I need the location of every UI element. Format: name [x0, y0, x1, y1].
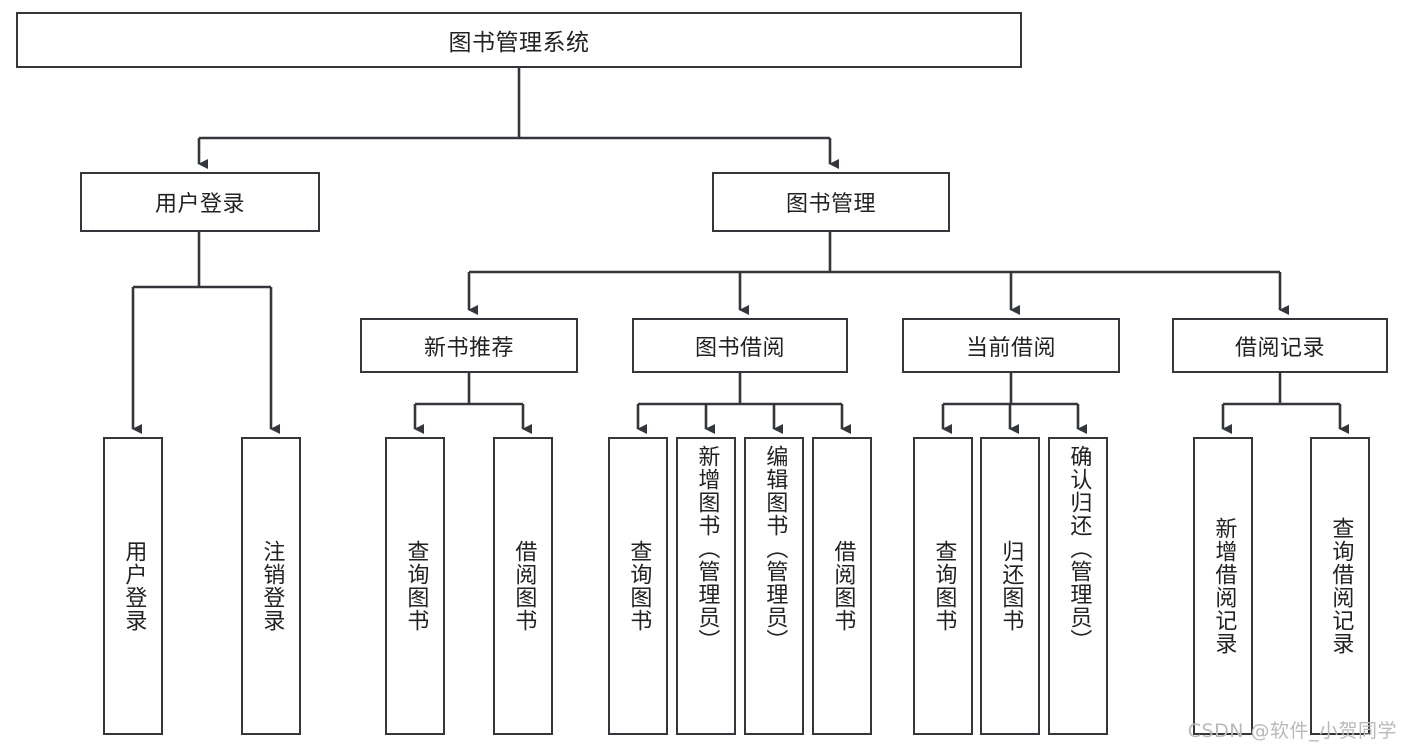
node-book-borrow[interactable]: 图书借阅 — [632, 318, 848, 373]
leaf-label: 注销登录 — [259, 540, 285, 632]
leaf-label: 借阅图书 — [830, 540, 856, 632]
node-root-book-management-system[interactable]: 图书管理系统 — [16, 12, 1022, 68]
node-current-borrow[interactable]: 当前借阅 — [902, 318, 1120, 373]
node-user-login-label: 用户登录 — [154, 192, 245, 217]
leaf-borrow-borrow-book[interactable]: 借阅图书 — [812, 437, 872, 735]
leaf-label: 用户登录 — [121, 540, 147, 632]
leaf-record-add-record[interactable]: 新增借阅记录 — [1193, 437, 1253, 735]
leaf-label: 查询借阅记录 — [1328, 517, 1354, 655]
leaf-label: 查询图书 — [626, 540, 652, 632]
leaf-record-query-record[interactable]: 查询借阅记录 — [1310, 437, 1370, 735]
leaf-user-login-logout[interactable]: 注销登录 — [241, 437, 301, 735]
node-new-book-recommend-label: 新书推荐 — [423, 335, 514, 361]
node-book-borrow-label: 图书借阅 — [694, 335, 785, 361]
leaf-current-return-book[interactable]: 归还图书 — [980, 437, 1040, 735]
node-current-borrow-label: 当前借阅 — [965, 335, 1056, 361]
leaf-borrow-add-book-admin[interactable]: 新增图书（管理员） — [676, 437, 736, 735]
leaf-label: 编辑图书（管理员） — [762, 445, 788, 652]
leaf-new-book-query-book[interactable]: 查询图书 — [385, 437, 445, 735]
leaf-label: 查询图书 — [403, 540, 429, 632]
node-new-book-recommend[interactable]: 新书推荐 — [360, 318, 578, 373]
node-root-label: 图书管理系统 — [448, 30, 590, 56]
node-borrow-record-label: 借阅记录 — [1234, 335, 1325, 361]
node-user-login[interactable]: 用户登录 — [80, 172, 320, 232]
node-book-management-label: 图书管理 — [785, 192, 876, 217]
node-book-management[interactable]: 图书管理 — [712, 172, 950, 232]
leaf-label: 借阅图书 — [511, 540, 537, 632]
leaf-current-query-book[interactable]: 查询图书 — [913, 437, 973, 735]
leaf-new-book-borrow-book[interactable]: 借阅图书 — [493, 437, 553, 735]
leaf-current-confirm-return-admin[interactable]: 确认归还（管理员） — [1048, 437, 1108, 735]
leaf-user-login-login[interactable]: 用户登录 — [103, 437, 163, 735]
leaf-label: 归还图书 — [998, 540, 1024, 632]
leaf-borrow-edit-book-admin[interactable]: 编辑图书（管理员） — [744, 437, 804, 735]
csdn-watermark: CSDN @软件_小贺同学 — [1187, 720, 1397, 742]
node-borrow-record[interactable]: 借阅记录 — [1172, 318, 1388, 373]
leaf-label: 确认归还（管理员） — [1066, 445, 1092, 652]
leaf-borrow-query-book[interactable]: 查询图书 — [608, 437, 668, 735]
leaf-label: 新增图书（管理员） — [694, 445, 720, 652]
leaf-label: 查询图书 — [931, 540, 957, 632]
leaf-label: 新增借阅记录 — [1211, 517, 1237, 655]
